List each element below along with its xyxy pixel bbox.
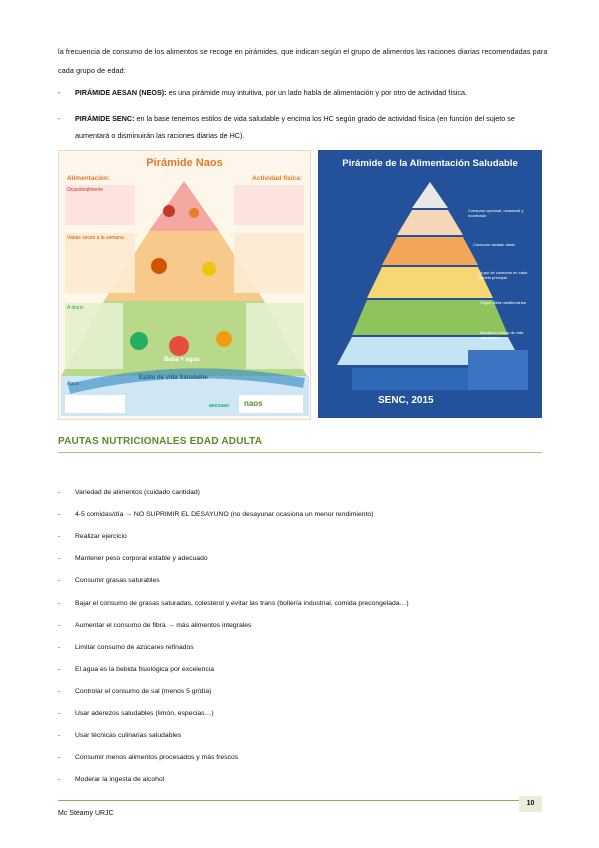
naos-level-daily: A diario — [67, 305, 84, 311]
section-rule — [58, 452, 542, 453]
senc-level-optional: Consumo opcional, ocasional y moderado — [468, 208, 524, 218]
bullet-dash: - — [58, 577, 61, 585]
naos-pyramid-graphic — [61, 181, 309, 416]
guideline-text: Usar aderezos saludables (limón, especia… — [75, 710, 214, 717]
naos-title: Pirámide Naos — [146, 157, 223, 169]
bullet-body: es una pirámide muy intuitiva, por un la… — [166, 88, 468, 97]
footer-author: Mc Steamy URJC — [58, 810, 114, 817]
naos-water-label: Agua — [67, 381, 79, 387]
bullet-dash: - — [58, 776, 61, 784]
bullet-dash: - — [58, 599, 61, 607]
bullet-dash: - — [58, 555, 61, 563]
senc-year: SENC, 2015 — [378, 395, 434, 406]
bullet-dash: - — [58, 732, 61, 740]
bullet-dash: - — [58, 621, 61, 629]
guideline-text: Variedad de alimentos (cuidado cantidad) — [75, 489, 200, 496]
bullet-dash: - — [58, 754, 61, 762]
senc-level-daily: Consumo variado diario — [473, 242, 516, 247]
naos-right-label: Actividad física: — [252, 175, 302, 182]
bullet-dash: - — [58, 710, 61, 717]
footer-rule — [58, 800, 519, 801]
bullet-dash: - — [58, 88, 61, 97]
senc-level-mediterranean: Seguir dieta mediterránea — [480, 300, 527, 305]
guideline-text: Moderar la ingesta de alcohol — [75, 776, 165, 784]
naos-brand: naos — [244, 399, 263, 408]
naos-level-occasional: Ocasionalmente — [67, 187, 104, 193]
guideline-text: Realizar ejercicio — [75, 533, 127, 541]
bullet-title: PIRÁMIDE AESAN (NEOS): — [75, 88, 167, 97]
naos-pyramid-image: Pirámide Naos Alimentación: Actividad fí… — [58, 150, 311, 420]
senc-pyramid-graphic — [337, 182, 528, 390]
bullet-dash: - — [58, 511, 61, 519]
guideline-text: Consumir grasas saturables — [75, 577, 160, 585]
guideline-text: Consumir menos alimentos procesados y má… — [75, 754, 239, 762]
guideline-text: El agua es la bebida fisiológica por exc… — [75, 665, 215, 673]
bullet-dash: - — [58, 533, 61, 541]
guideline-text: 4-5 comidas/día → NO SUPRIMIR EL DESAYUN… — [75, 511, 374, 519]
naos-lifestyle-slogan: Estilo de vida Saludable — [139, 375, 208, 381]
naos-level-weekly: Varias veces a la semana — [67, 235, 124, 241]
naos-water-slogan: Beba + agua — [164, 357, 200, 363]
page-number: 10 — [519, 796, 542, 812]
bullet-dash: - — [58, 687, 61, 695]
bullet-title: PIRÁMIDE SENC: — [75, 114, 135, 123]
naos-org: aecosan — [209, 403, 230, 409]
bullet-dash: - — [58, 489, 61, 496]
naos-left-label: Alimentación: — [67, 175, 110, 182]
guideline-text: Bajar el consumo de grasas saturadas, co… — [75, 599, 409, 607]
guideline-text: Aumentar el consumo de fibra → más alime… — [75, 621, 252, 629]
guideline-text: Controlar el consumo de sal (menos 5 gr/… — [75, 687, 212, 695]
bullet-dash: - — [58, 114, 61, 123]
bullet-text: PIRÁMIDE AESAN (NEOS): es una pirámide m… — [75, 84, 547, 101]
senc-level-main-meal: Grupo de consumo en cada comida principa… — [478, 270, 528, 280]
senc-level-lifestyle: Mantener estilos de vida saludables — [480, 330, 524, 340]
guideline-text: Usar técnicas culinarias saludables — [75, 732, 182, 740]
guideline-text: Limitar consumo de azúcares refinados — [75, 643, 194, 651]
bullet-dash: - — [58, 643, 61, 651]
bullet-text: PIRÁMIDE SENC: en la base tenemos estilo… — [75, 110, 547, 144]
bullet-dash: - — [58, 665, 61, 673]
guideline-text: Mantener peso corporal estable y adecuad… — [75, 555, 208, 563]
senc-pyramid-image: Pirámide de la Alimentación Saludable Co… — [318, 150, 542, 418]
bullet-body: en la base tenemos estilos de vida salud… — [75, 114, 515, 140]
senc-title: Pirámide de la Alimentación Saludable — [342, 158, 518, 169]
section-title: PAUTAS NUTRICIONALES EDAD ADULTA — [58, 436, 263, 447]
intro-paragraph: la frecuencia de consumo de los alimento… — [58, 47, 548, 75]
